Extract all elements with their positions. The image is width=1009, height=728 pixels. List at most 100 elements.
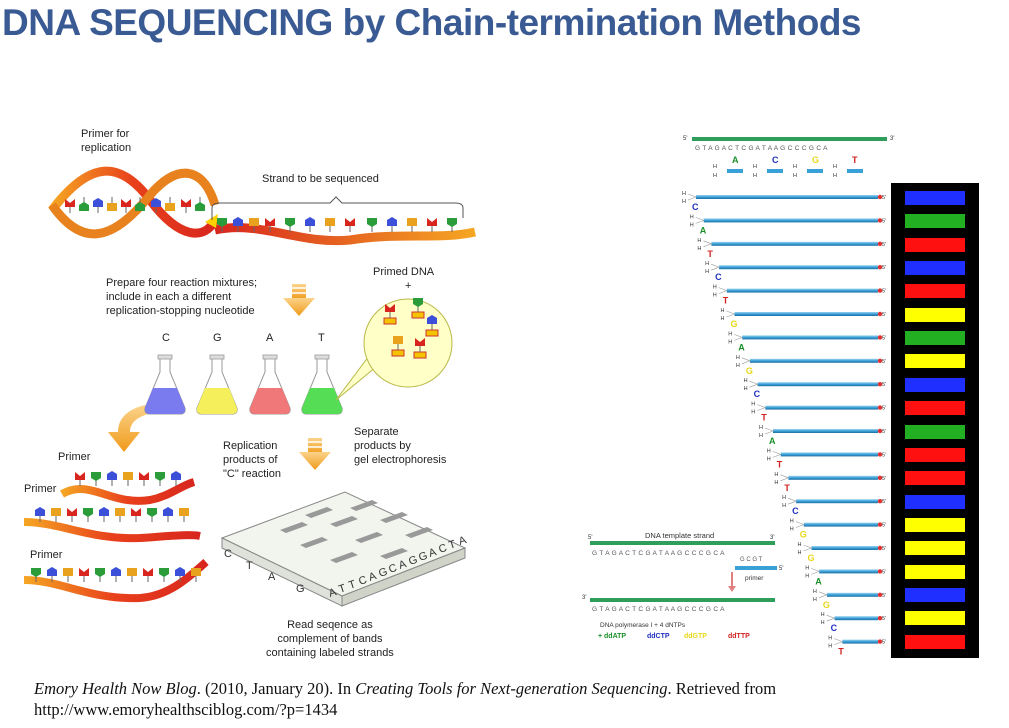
flask-label-g: G xyxy=(213,332,222,344)
svg-text:A: A xyxy=(815,576,822,586)
nucleotide-base xyxy=(413,298,423,312)
nucleotide-base xyxy=(233,217,243,232)
gel-band xyxy=(905,214,965,229)
nucleotide-base xyxy=(83,508,93,522)
svg-text:5': 5' xyxy=(882,499,886,505)
svg-text:H: H xyxy=(744,386,748,392)
nucleotide-base xyxy=(367,218,377,232)
svg-text:H: H xyxy=(790,519,794,525)
citation-url[interactable]: http://www.emoryhealthsciblog.com/?p=143… xyxy=(34,700,338,719)
svg-text:H: H xyxy=(690,222,694,228)
gel-band xyxy=(905,424,965,439)
nucleotide-base xyxy=(31,568,41,582)
gel-sequence-letter: T xyxy=(347,578,357,592)
svg-text:+ ddATP: + ddATP xyxy=(598,633,626,640)
svg-text:H: H xyxy=(713,173,717,179)
svg-text:H: H xyxy=(759,425,763,431)
gel-sequence-letter: A xyxy=(457,534,468,548)
svg-text:G: G xyxy=(731,319,738,329)
svg-text:C: C xyxy=(772,155,779,165)
svg-text:H: H xyxy=(828,636,832,642)
down-arrow-2 xyxy=(299,438,331,470)
gel-sequence-letter: G xyxy=(377,566,389,580)
nucleotide-base xyxy=(127,568,137,582)
nucleotide-base xyxy=(325,218,335,232)
svg-text:5': 5' xyxy=(882,523,886,529)
nucleotide-base xyxy=(393,336,403,350)
svg-text:H: H xyxy=(767,448,771,454)
svg-text:C: C xyxy=(754,389,761,399)
svg-text:H: H xyxy=(833,173,837,179)
nucleotide-base xyxy=(135,197,145,211)
gel-band xyxy=(905,587,965,602)
gel-band xyxy=(905,401,965,416)
svg-text:5': 5' xyxy=(882,429,886,435)
primer-label-3: Primer xyxy=(30,549,63,561)
svg-text:H: H xyxy=(744,378,748,384)
nucleotide-base xyxy=(195,197,205,211)
svg-text:5': 5' xyxy=(882,382,886,388)
helix-nucleotides xyxy=(65,197,457,232)
gel-band xyxy=(905,494,965,509)
svg-text:H: H xyxy=(759,433,763,439)
svg-text:A: A xyxy=(732,155,739,165)
svg-text:A: A xyxy=(700,225,707,235)
svg-text:H: H xyxy=(821,620,825,626)
flask-label-t: T xyxy=(318,332,325,344)
gel-band xyxy=(905,354,965,369)
svg-text:T: T xyxy=(707,249,713,259)
svg-text:H: H xyxy=(728,331,732,337)
gel-band xyxy=(905,611,965,626)
svg-text:T: T xyxy=(723,296,729,306)
nucleotide-base xyxy=(99,507,109,522)
strand-to-be-sequenced-label: Strand to be sequenced xyxy=(262,173,379,185)
gel-sequence-letter: A xyxy=(367,570,378,584)
svg-text:5': 5' xyxy=(882,265,886,271)
nucleotide-base xyxy=(427,315,437,330)
nucleotide-base xyxy=(155,472,165,486)
gel-sequence-letter: A xyxy=(397,558,408,572)
gel-lane-letter: G xyxy=(296,583,305,595)
svg-text:G T A G A C T C G A T A A G C: G T A G A C T C G A T A A G C C C G C A xyxy=(592,606,725,613)
gel-band xyxy=(905,261,965,276)
gel-band xyxy=(905,191,965,205)
dna-helix xyxy=(48,166,477,246)
separate-products-label: Separate products by gel electrophoresis xyxy=(354,426,447,466)
gel-sequence-letter: A xyxy=(427,546,438,560)
svg-text:G: G xyxy=(808,553,815,563)
svg-text:G T A G A C T C G A T A A G C: G T A G A C T C G A T A A G C C C G C A xyxy=(592,550,725,557)
nucleotide-base xyxy=(115,508,125,522)
svg-text:DNA polymerase I + 4 dNTPs: DNA polymerase I + 4 dNTPs xyxy=(600,622,686,629)
gel-slab xyxy=(220,491,467,607)
svg-text:H: H xyxy=(833,164,837,170)
svg-text:T: T xyxy=(852,155,858,165)
primer-label-1: Primer xyxy=(58,451,91,463)
nucleotide-base xyxy=(427,218,437,232)
svg-text:3': 3' xyxy=(890,136,894,142)
svg-text:H: H xyxy=(751,410,755,416)
nucleotide-base xyxy=(51,508,61,522)
citation: Emory Health Now Blog. (2010, January 20… xyxy=(34,678,994,720)
nucleotide-base xyxy=(35,507,45,522)
svg-text:C: C xyxy=(792,506,799,516)
gel-band xyxy=(905,541,965,556)
nucleotide-base xyxy=(387,217,397,232)
nucleotide-base xyxy=(385,304,395,318)
flask xyxy=(249,354,291,415)
nucleotide-base xyxy=(191,568,201,582)
nucleotide-base xyxy=(171,471,181,486)
nucleotide-base xyxy=(165,197,175,211)
nucleotide-base xyxy=(415,338,425,352)
svg-text:T: T xyxy=(838,647,844,657)
flask xyxy=(144,354,186,415)
svg-text:3': 3' xyxy=(582,595,586,601)
flask xyxy=(196,354,238,415)
primer-label-2: Primer xyxy=(24,483,57,495)
nucleotide-base xyxy=(111,567,121,582)
